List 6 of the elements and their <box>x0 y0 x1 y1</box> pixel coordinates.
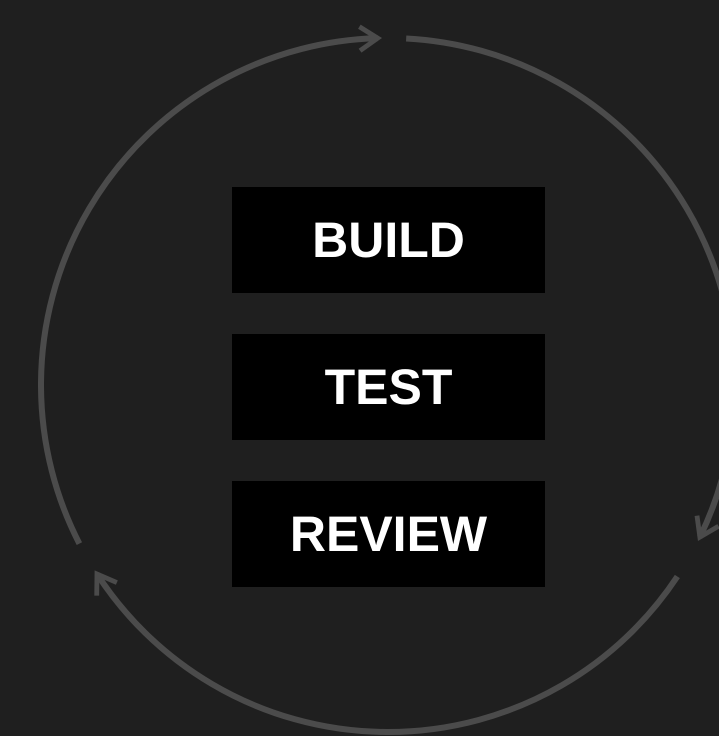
process-box <box>232 187 545 293</box>
box-label: TEST <box>324 362 452 412</box>
box-label: REVIEW <box>290 509 488 559</box>
process-box <box>232 334 545 440</box>
process-box <box>232 481 545 587</box>
box-label: BUILD <box>312 215 465 265</box>
